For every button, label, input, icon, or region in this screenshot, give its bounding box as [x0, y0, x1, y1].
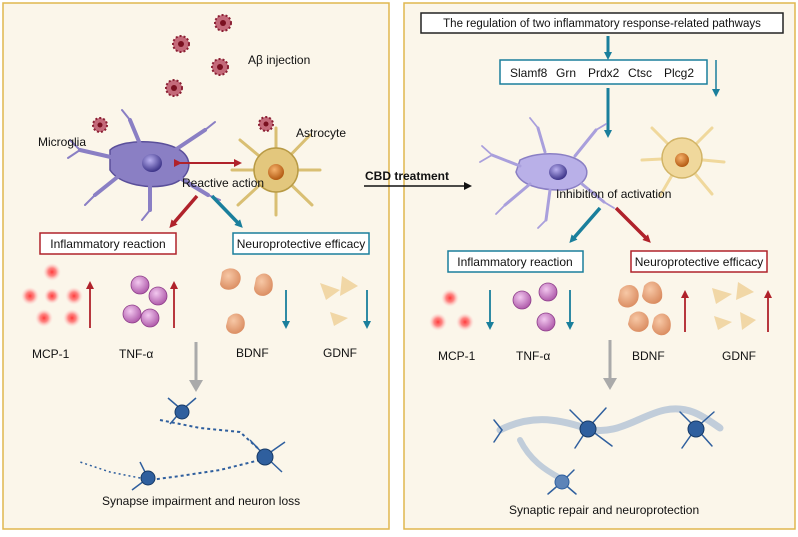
right-healthy-neurons: [493, 405, 724, 495]
right-inflammation-arrow: [569, 206, 602, 244]
cbd-treatment-label: CBD treatment: [365, 169, 449, 183]
left-damaged-neurons: [79, 397, 286, 491]
right-bdnf-label: BDNF: [632, 349, 665, 363]
inhibited-astrocyte-cell: [640, 126, 726, 198]
left-tnf-glyphs: [122, 275, 168, 328]
left-inflammatory-box: [39, 232, 177, 255]
left-gdnf-glyphs: [320, 276, 358, 326]
gene-4: Plcg2: [664, 66, 694, 80]
inhibition-label: Inhibition of activation: [556, 187, 671, 201]
right-neuroprotective-label: Neuroprotective efficacy: [635, 255, 764, 269]
gene-0: Slamf8: [510, 66, 548, 80]
right-gdnf-label: GDNF: [722, 349, 756, 363]
left-gdnf-label: GDNF: [323, 346, 357, 360]
left-neuroprotection-arrow: [210, 194, 243, 228]
astrocyte-cell: [230, 116, 322, 217]
left-mcp1-glyphs: [21, 263, 83, 327]
left-bdnf-glyphs: [220, 268, 273, 334]
right-bdnf-glyphs: [618, 281, 671, 336]
genes-box: [499, 59, 708, 85]
regulation-label: The regulation of two inflammatory respo…: [443, 18, 761, 30]
right-mcp1-label: MCP-1: [438, 349, 476, 363]
left-panel: [2, 2, 390, 530]
reactive-action-label: Reactive action: [182, 176, 264, 190]
astrocyte-label: Astrocyte: [296, 126, 346, 140]
right-outcome-arrow-head: [603, 378, 617, 390]
left-neuroprotective-label: Neuroprotective efficacy: [237, 237, 366, 251]
microglia-label: Microglia: [38, 135, 86, 149]
abeta-injection-label: Aβ injection: [248, 53, 310, 67]
left-neuroprotective-box: [232, 232, 370, 255]
right-neuroprotective-box: [630, 250, 768, 273]
left-mcp1-label: MCP-1: [32, 347, 70, 361]
left-outcome-arrow-head: [189, 380, 203, 392]
left-inflammation-arrow: [169, 194, 199, 229]
right-tnf-label: TNF-α: [516, 349, 550, 363]
inhibited-microglia-cell: [479, 117, 615, 229]
left-bdnf-label: BDNF: [236, 346, 269, 360]
right-outcome-label: Synaptic repair and neuroprotection: [509, 503, 699, 517]
right-mcp1-glyphs: [429, 289, 474, 331]
left-inflammatory-label: Inflammatory reaction: [50, 237, 165, 251]
right-inflammatory-label: Inflammatory reaction: [457, 255, 572, 269]
microglia-cell: [67, 109, 221, 221]
gene-3: Ctsc: [628, 66, 652, 80]
right-inflammatory-box: [447, 250, 584, 273]
abeta-particles: [165, 14, 232, 97]
regulation-box: [420, 12, 784, 34]
gene-1: Grn: [556, 66, 576, 80]
right-gdnf-glyphs: [712, 282, 756, 330]
left-tnf-label: TNF-α: [119, 347, 153, 361]
right-tnf-glyphs: [512, 282, 558, 332]
right-neuroprotection-arrow: [614, 206, 651, 243]
gene-2: Prdx2: [588, 66, 620, 80]
left-outcome-label: Synapse impairment and neuron loss: [102, 494, 300, 508]
